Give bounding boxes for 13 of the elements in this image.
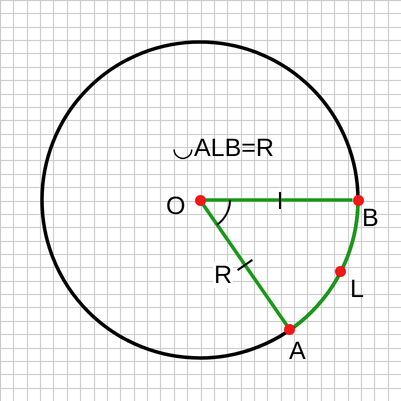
radius-line — [202, 204, 288, 326]
point-dot — [335, 266, 346, 278]
point-label: B — [362, 205, 379, 231]
arc-segment — [342, 205, 360, 268]
edge-label: R — [212, 262, 234, 288]
point-label: L — [350, 276, 364, 302]
point-dot — [352, 194, 364, 206]
point-dot — [194, 194, 206, 206]
radius-line — [206, 198, 352, 202]
point-label: O — [166, 193, 186, 219]
equation-text: ◡ALB=R — [172, 135, 274, 161]
point-label: A — [289, 338, 306, 364]
arc-segment — [293, 276, 340, 328]
